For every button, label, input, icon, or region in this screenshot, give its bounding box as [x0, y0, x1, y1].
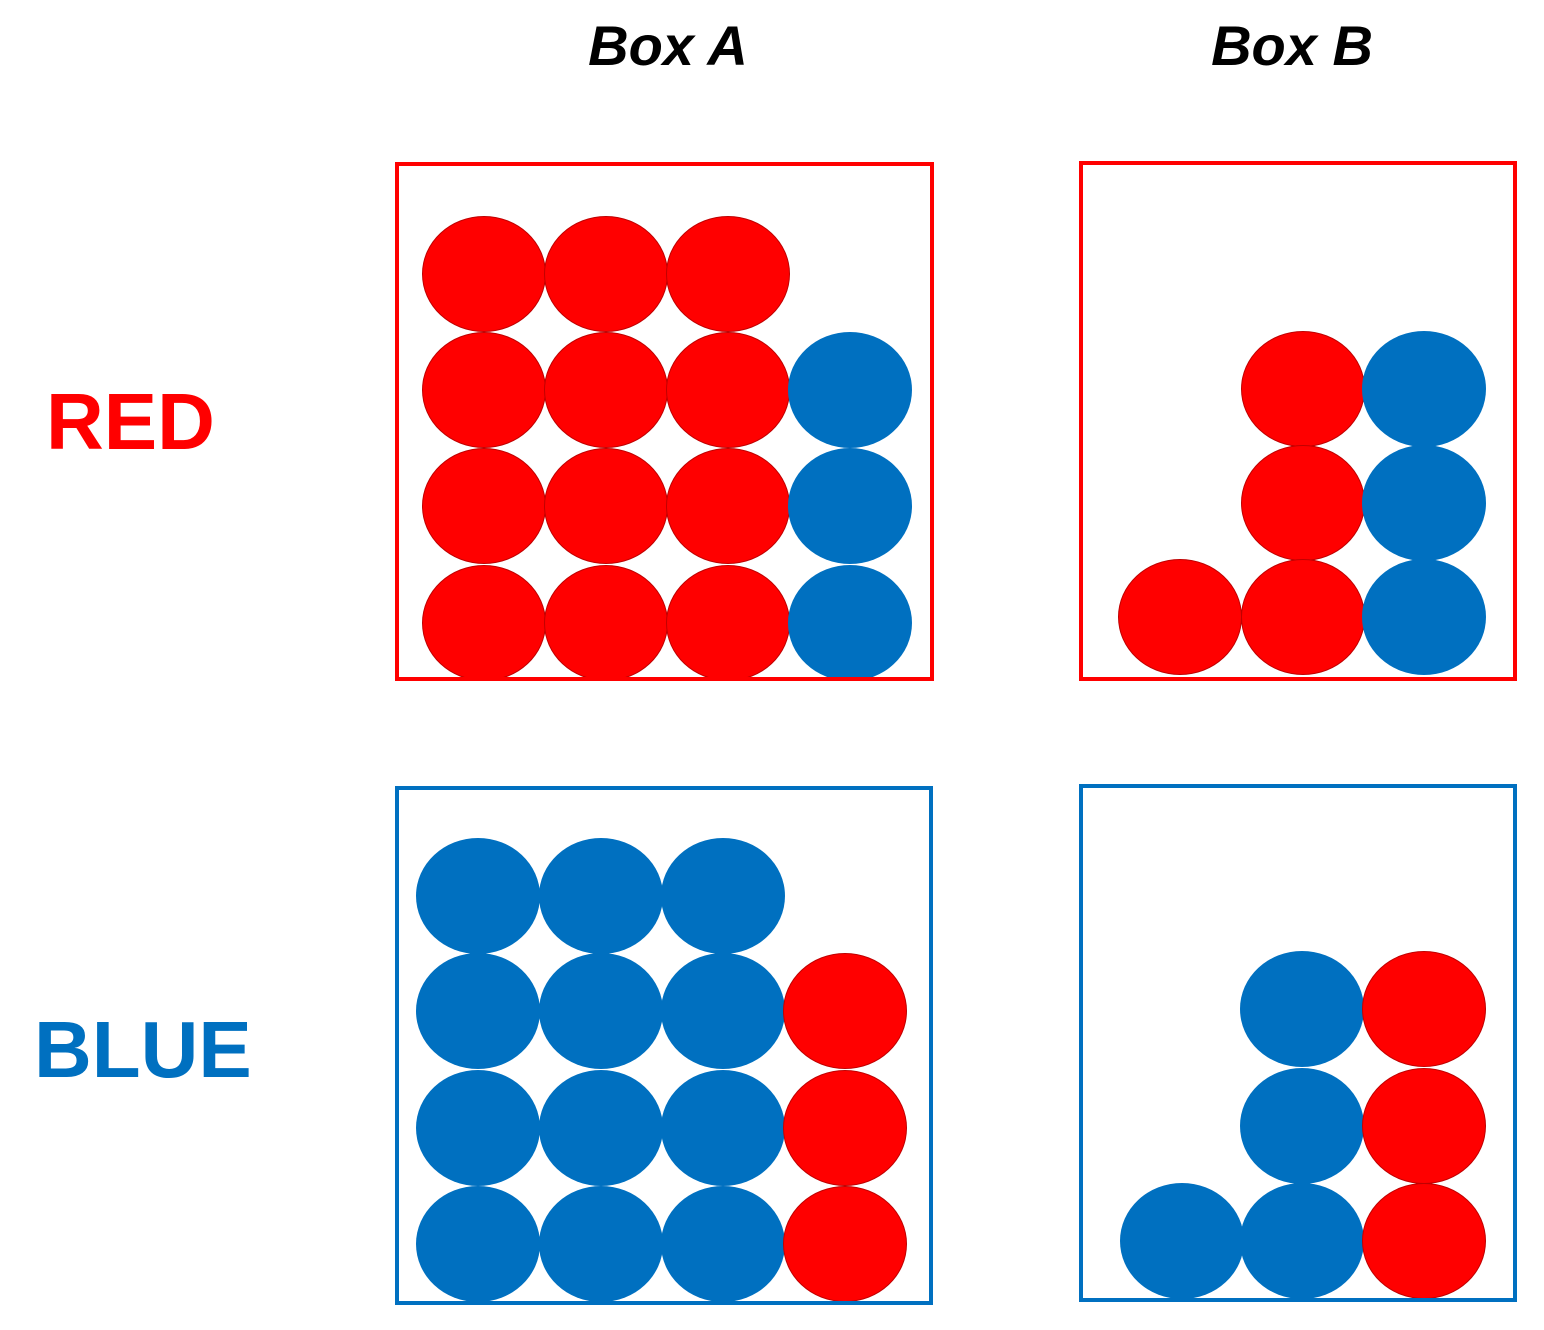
blue-ball [661, 1186, 785, 1302]
blue-ball [416, 1186, 540, 1302]
red-ball [422, 332, 546, 448]
box-b-header: Box B [1211, 14, 1373, 77]
blue-ball [1362, 559, 1486, 675]
blue-ball [1362, 331, 1486, 447]
blue-ball [539, 1070, 663, 1186]
red-ball [1118, 559, 1242, 675]
red-ball [783, 1070, 907, 1186]
blue-ball [661, 953, 785, 1069]
blue-ball [788, 332, 912, 448]
red-ball [544, 565, 668, 681]
red-ball [1362, 951, 1486, 1067]
red-ball [544, 216, 668, 332]
red-ball [666, 332, 790, 448]
blue-ball [1240, 1183, 1364, 1299]
blue-ball [416, 838, 540, 954]
red-ball [422, 565, 546, 681]
red-box-a [395, 162, 934, 681]
blue-ball [539, 1186, 663, 1302]
blue-ball [1362, 445, 1486, 561]
blue-box-a [395, 786, 933, 1305]
red-ball [544, 448, 668, 564]
red-ball [422, 448, 546, 564]
blue-ball [416, 1070, 540, 1186]
blue-ball [661, 1070, 785, 1186]
blue-ball [539, 953, 663, 1069]
red-ball [783, 953, 907, 1069]
red-ball [783, 1186, 907, 1302]
blue-ball [1120, 1183, 1244, 1299]
red-ball [422, 216, 546, 332]
red-ball [666, 448, 790, 564]
blue-ball [788, 448, 912, 564]
box-a-header: Box A [588, 14, 748, 77]
blue-box-b [1079, 784, 1517, 1302]
red-box-b [1079, 161, 1517, 681]
red-ball [666, 216, 790, 332]
blue-ball [416, 953, 540, 1069]
red-ball [666, 565, 790, 681]
blue-ball [1240, 951, 1364, 1067]
red-ball [544, 332, 668, 448]
row-label-red: RED [46, 377, 215, 466]
blue-ball [1240, 1068, 1364, 1184]
blue-ball [539, 838, 663, 954]
blue-ball [661, 838, 785, 954]
red-ball [1241, 445, 1365, 561]
row-label-blue: BLUE [34, 1005, 252, 1094]
blue-ball [788, 565, 912, 681]
red-ball [1362, 1068, 1486, 1184]
